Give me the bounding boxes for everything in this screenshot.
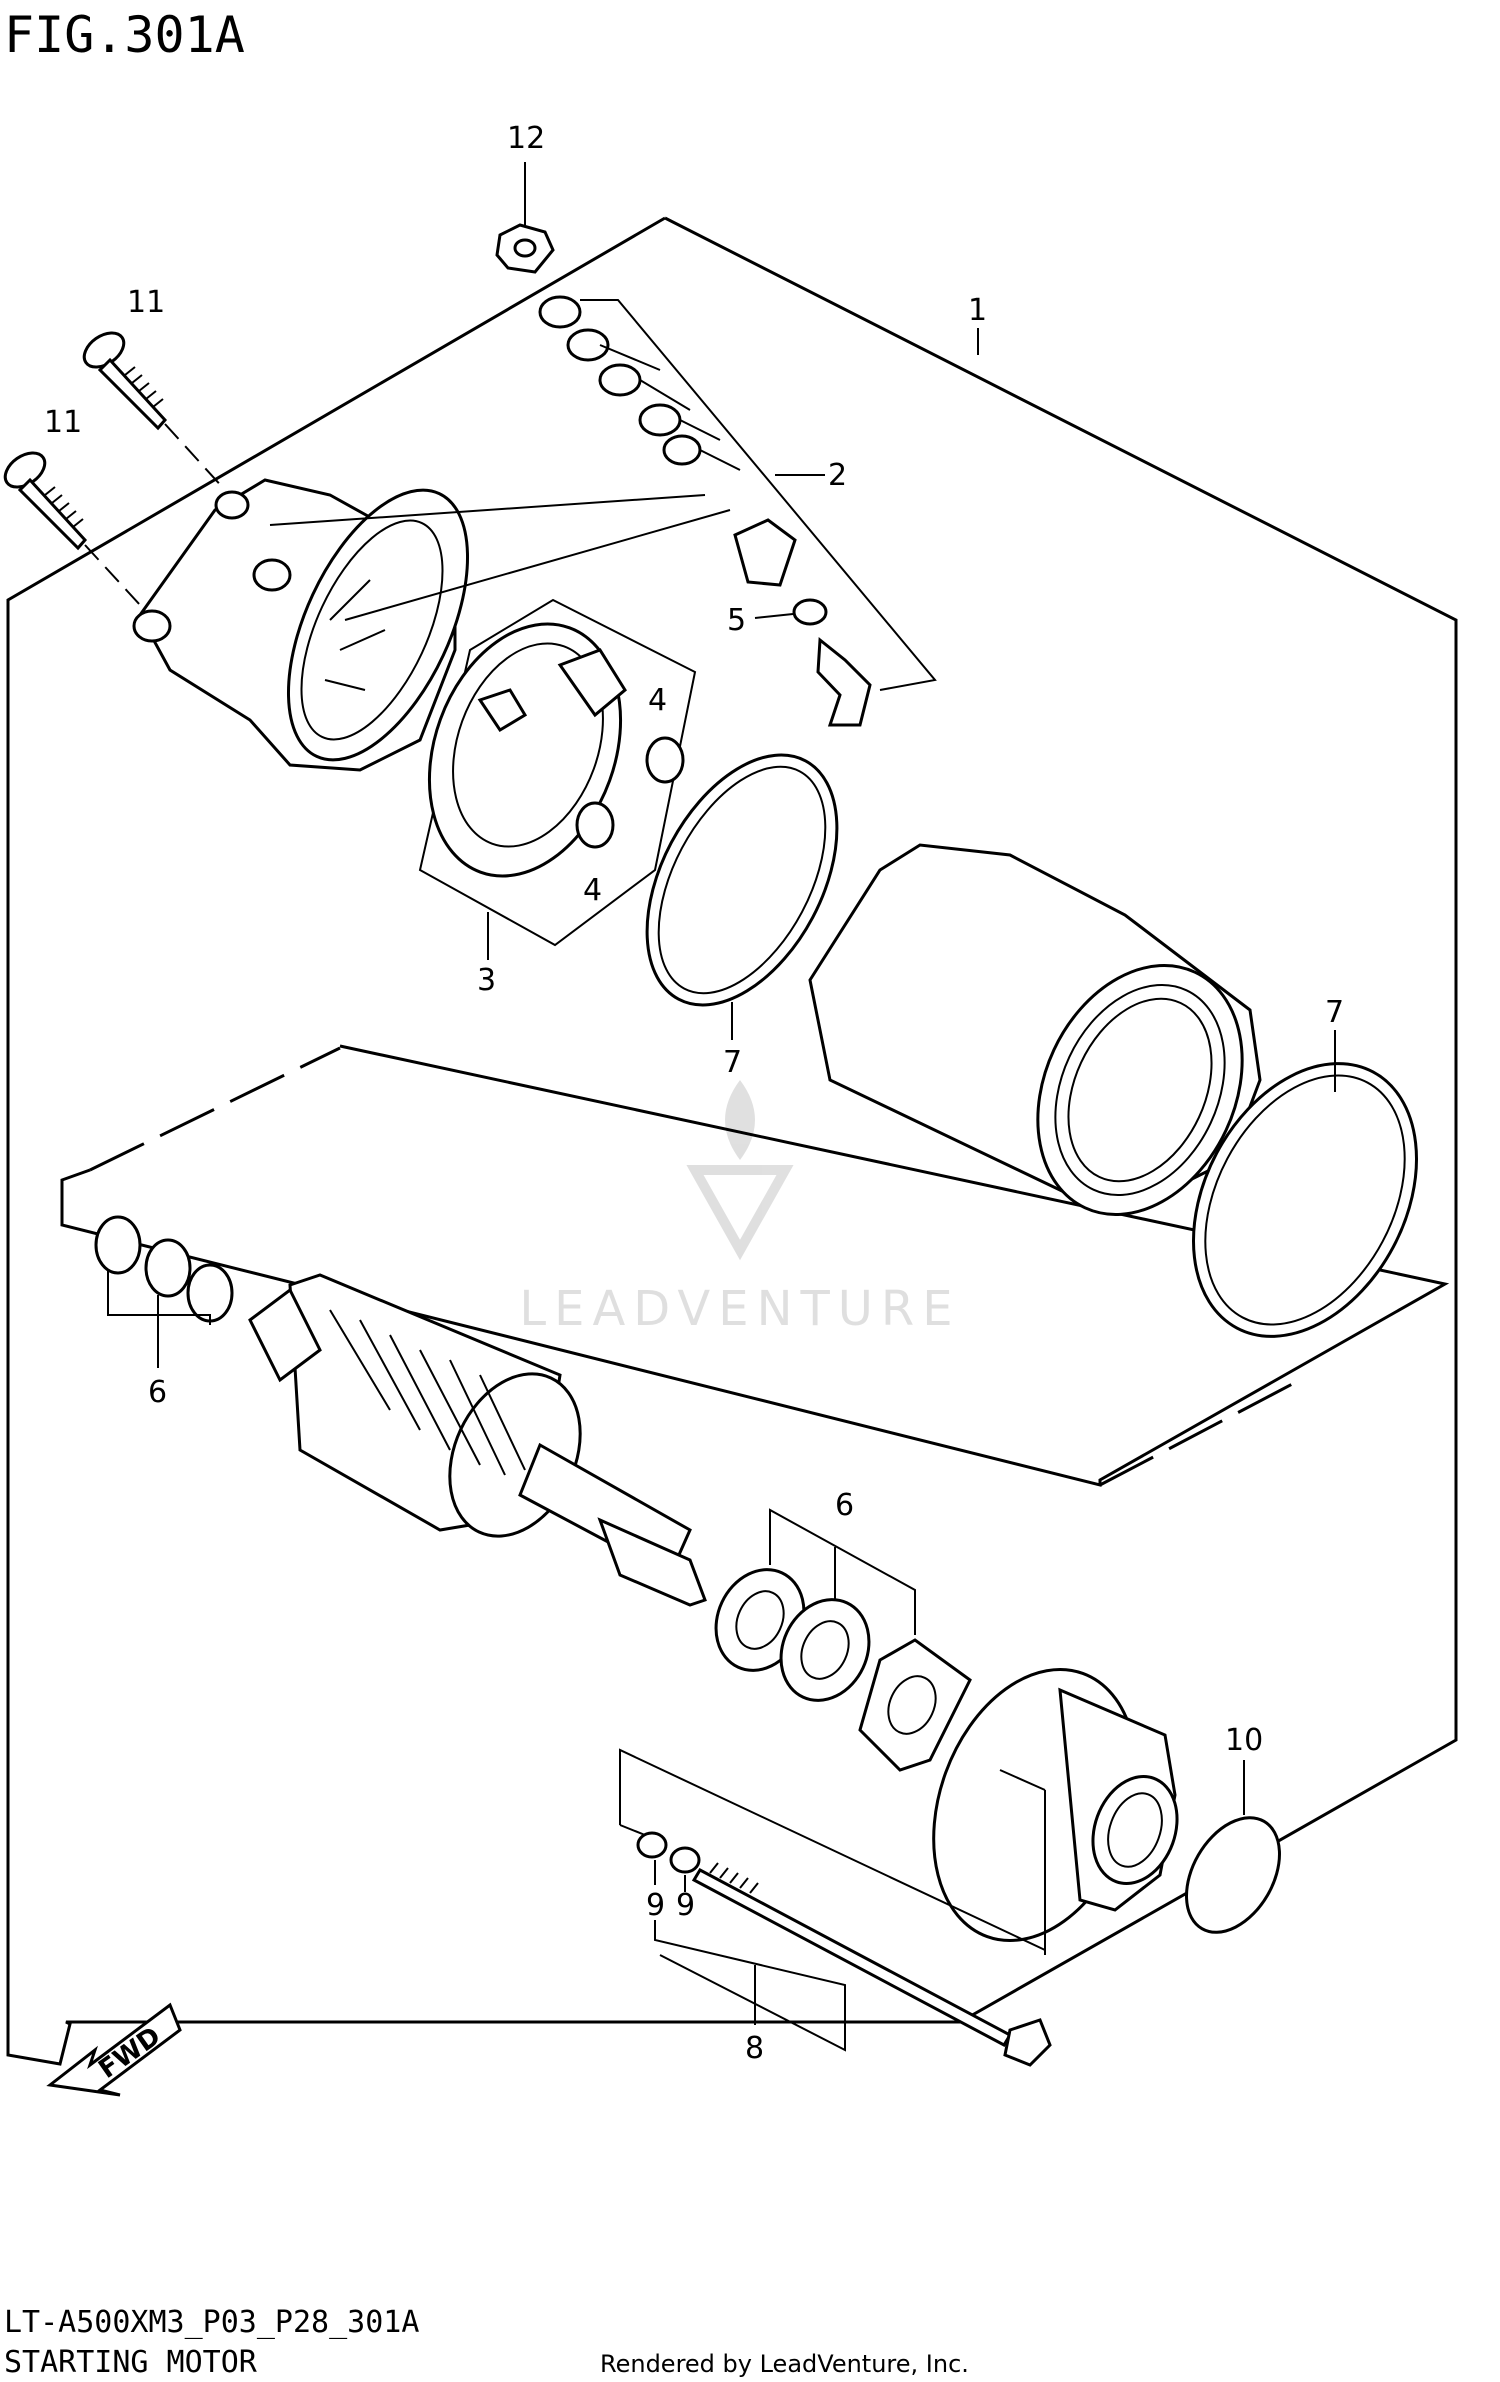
callout-3: 3 [477, 963, 496, 998]
callout-4-top: 4 [648, 683, 667, 718]
part-11-bolt-top [82, 331, 226, 491]
part-5-o-ring [792, 598, 828, 626]
part-12-nut [495, 162, 555, 274]
yoke-housing [808, 843, 1262, 1216]
part-3-brush-plate [418, 598, 697, 947]
assembly-bracket-1 [6, 216, 1458, 2066]
watermark-text: LEADVENTURE [519, 1281, 960, 1337]
front-end-housing [932, 1667, 1179, 1955]
callout-11-top: 11 [127, 285, 165, 320]
part-9-washers [636, 1831, 701, 1892]
model-code: LT-A500XM3_P03_P28_301A [4, 2305, 419, 2340]
figure-title: FIG.301A [4, 6, 245, 64]
fwd-label: FWD [93, 2021, 166, 2085]
part-7-o-ring-left [645, 753, 839, 1007]
part-7-o-ring-right [1192, 1062, 1418, 1338]
lock-plate [858, 1638, 972, 1772]
watermark: LEADVENTURE [519, 1080, 960, 1337]
credit-text: Rendered by LeadVenture, Inc. [600, 2350, 969, 2378]
callout-9-left: 9 [646, 1888, 665, 1923]
section-name: STARTING MOTOR [4, 2345, 258, 2380]
callout-1: 1 [968, 293, 987, 328]
callout-5: 5 [727, 603, 746, 638]
callout-12: 12 [507, 121, 545, 156]
part-11-bolt-left [3, 451, 141, 606]
fwd-arrow-icon: FWD [46, 2002, 182, 2097]
part-8-through-bolt [619, 1748, 1052, 2067]
armature [248, 1273, 707, 1607]
callout-11-left: 11 [44, 405, 82, 440]
callout-10: 10 [1225, 1723, 1263, 1758]
callout-8: 8 [745, 2031, 764, 2066]
callout-6-left: 6 [148, 1375, 167, 1410]
callout-7-left: 7 [723, 1045, 742, 1080]
callout-6-right: 6 [835, 1488, 854, 1523]
callout-2: 2 [828, 458, 847, 493]
callout-4-bottom: 4 [583, 873, 602, 908]
rear-end-housing [132, 478, 470, 772]
part-2-terminal-kit [269, 295, 937, 727]
part-6-washers-right [714, 1508, 916, 1702]
callout-7-right: 7 [1325, 995, 1344, 1030]
callout-9-right: 9 [676, 1888, 695, 1923]
part-6-washers-left [94, 1215, 234, 1368]
part-10-o-ring [1185, 1816, 1281, 1934]
